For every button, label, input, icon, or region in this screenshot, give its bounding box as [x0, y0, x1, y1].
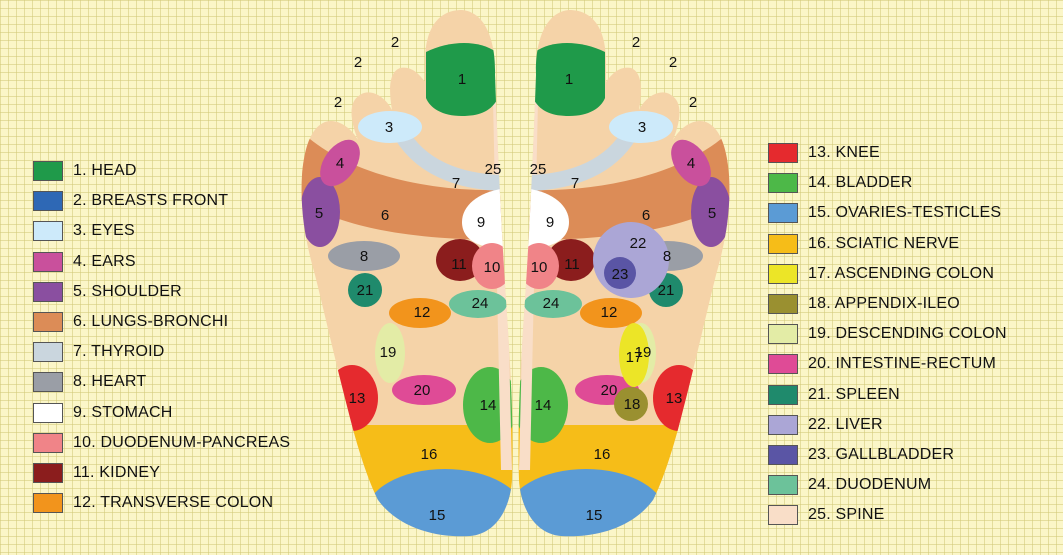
right-label-22: 22 — [630, 235, 647, 252]
left-label-9: 9 — [477, 214, 485, 231]
right-label-13: 13 — [666, 390, 683, 407]
left-label-2: 2 — [354, 54, 362, 71]
right-label-11: 11 — [564, 256, 580, 273]
right-label-24: 24 — [543, 295, 560, 312]
right-label-2: 2 — [669, 54, 677, 71]
right-label-8: 8 — [663, 248, 671, 265]
left-label-21: 21 — [357, 282, 374, 299]
left-label-16: 16 — [421, 446, 438, 463]
right-label-1: 1 — [565, 71, 573, 88]
right-label-21: 21 — [658, 282, 675, 299]
right-label-2: 2 — [632, 34, 640, 51]
left-label-1: 1 — [458, 71, 466, 88]
right-label-20: 20 — [601, 382, 618, 399]
left-foot — [300, 10, 530, 555]
right-label-17: 17 — [626, 349, 643, 366]
left-label-6: 6 — [381, 207, 389, 224]
left-label-14: 14 — [480, 397, 497, 414]
left-label-2: 2 — [334, 94, 342, 111]
right-label-10: 10 — [531, 259, 548, 276]
left-label-5: 5 — [315, 205, 323, 222]
left-label-13: 13 — [349, 390, 366, 407]
left-label-7: 7 — [452, 175, 460, 192]
right-label-7: 7 — [571, 175, 579, 192]
right-label-12: 12 — [601, 304, 618, 321]
left-label-19: 19 — [380, 344, 397, 361]
left-label-20: 20 — [414, 382, 431, 399]
left-label-10: 10 — [484, 259, 501, 276]
right-label-15: 15 — [586, 507, 603, 524]
right-label-16: 16 — [594, 446, 611, 463]
left-label-15: 15 — [429, 507, 446, 524]
right-label-4: 4 — [687, 155, 695, 172]
left-label-12: 12 — [414, 304, 431, 321]
left-label-11: 11 — [451, 256, 467, 273]
right-label-14: 14 — [535, 397, 552, 414]
right-label-5: 5 — [708, 205, 716, 222]
right-label-6: 6 — [642, 207, 650, 224]
left-label-24: 24 — [472, 295, 489, 312]
left-label-4: 4 — [336, 155, 344, 172]
right-label-23: 23 — [612, 266, 629, 283]
right-label-2: 2 — [689, 94, 697, 111]
right-label-9: 9 — [546, 214, 554, 231]
left-label-2: 2 — [391, 34, 399, 51]
right-label-18: 18 — [624, 396, 641, 413]
right-label-25: 25 — [530, 161, 547, 178]
left-label-25: 25 — [485, 161, 502, 178]
right-label-3: 3 — [638, 119, 646, 136]
left-label-3: 3 — [385, 119, 393, 136]
left-label-8: 8 — [360, 248, 368, 265]
